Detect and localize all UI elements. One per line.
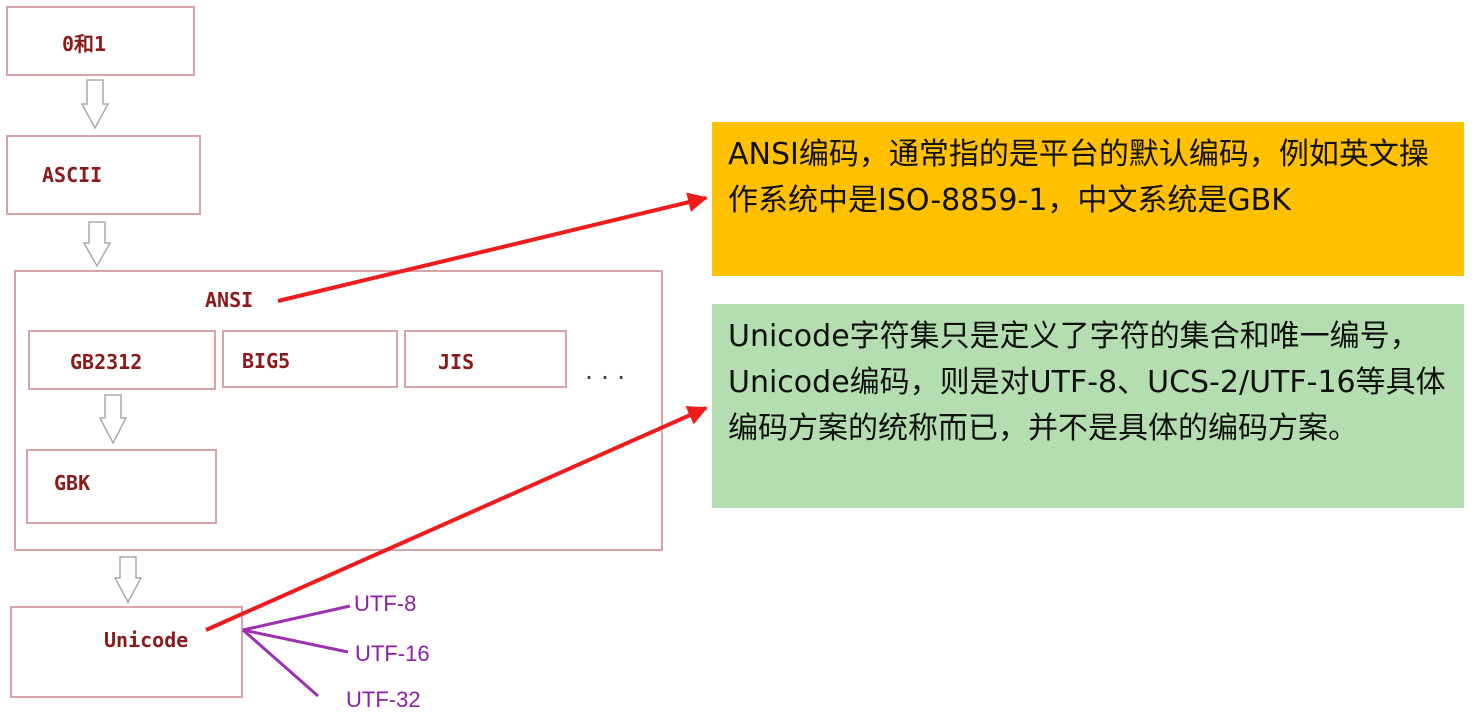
node-gb2312 xyxy=(28,330,216,390)
utf32-label: UTF-32 xyxy=(346,687,421,712)
down-arrow-zero-to-ascii xyxy=(80,79,110,130)
more-encodings-ellipsis: ... xyxy=(583,360,632,384)
unicode-note: Unicode字符集只是定义了字符的集合和唯一编号，Unicode编码，则是对U… xyxy=(712,304,1464,508)
node-unicode xyxy=(10,606,243,698)
node-gbk xyxy=(26,449,217,524)
ansi-note: ANSI编码，通常指的是平台的默认编码，例如英文操作系统中是ISO-8859-1… xyxy=(712,122,1464,276)
node-zero-one xyxy=(6,6,195,76)
branch-utf8 xyxy=(242,604,351,632)
node-jis-label: JIS xyxy=(438,350,475,374)
utf16-label: UTF-16 xyxy=(355,641,430,666)
node-ansi-label: ANSI xyxy=(205,288,254,312)
branch-utf16 xyxy=(242,628,349,654)
node-jis xyxy=(404,330,567,388)
down-arrow-ansi-to-unicode xyxy=(113,556,143,604)
node-unicode-label: Unicode xyxy=(104,628,189,652)
node-big5 xyxy=(222,330,398,388)
node-big5-label: BIG5 xyxy=(242,349,291,373)
down-arrow-gb2312-to-gbk xyxy=(98,394,128,445)
node-zero-one-label: 0和1 xyxy=(62,32,107,56)
node-gb2312-label: GB2312 xyxy=(70,350,143,374)
branch-utf32 xyxy=(242,628,319,698)
utf8-label: UTF-8 xyxy=(354,591,417,616)
pointer-unicode-to-note xyxy=(205,406,708,632)
node-ascii xyxy=(6,135,201,215)
node-ascii-label: ASCII xyxy=(42,163,103,187)
node-gbk-label: GBK xyxy=(54,471,91,495)
down-arrow-ascii-to-ansi xyxy=(82,221,112,268)
pointer-ansi-to-note xyxy=(277,192,708,303)
